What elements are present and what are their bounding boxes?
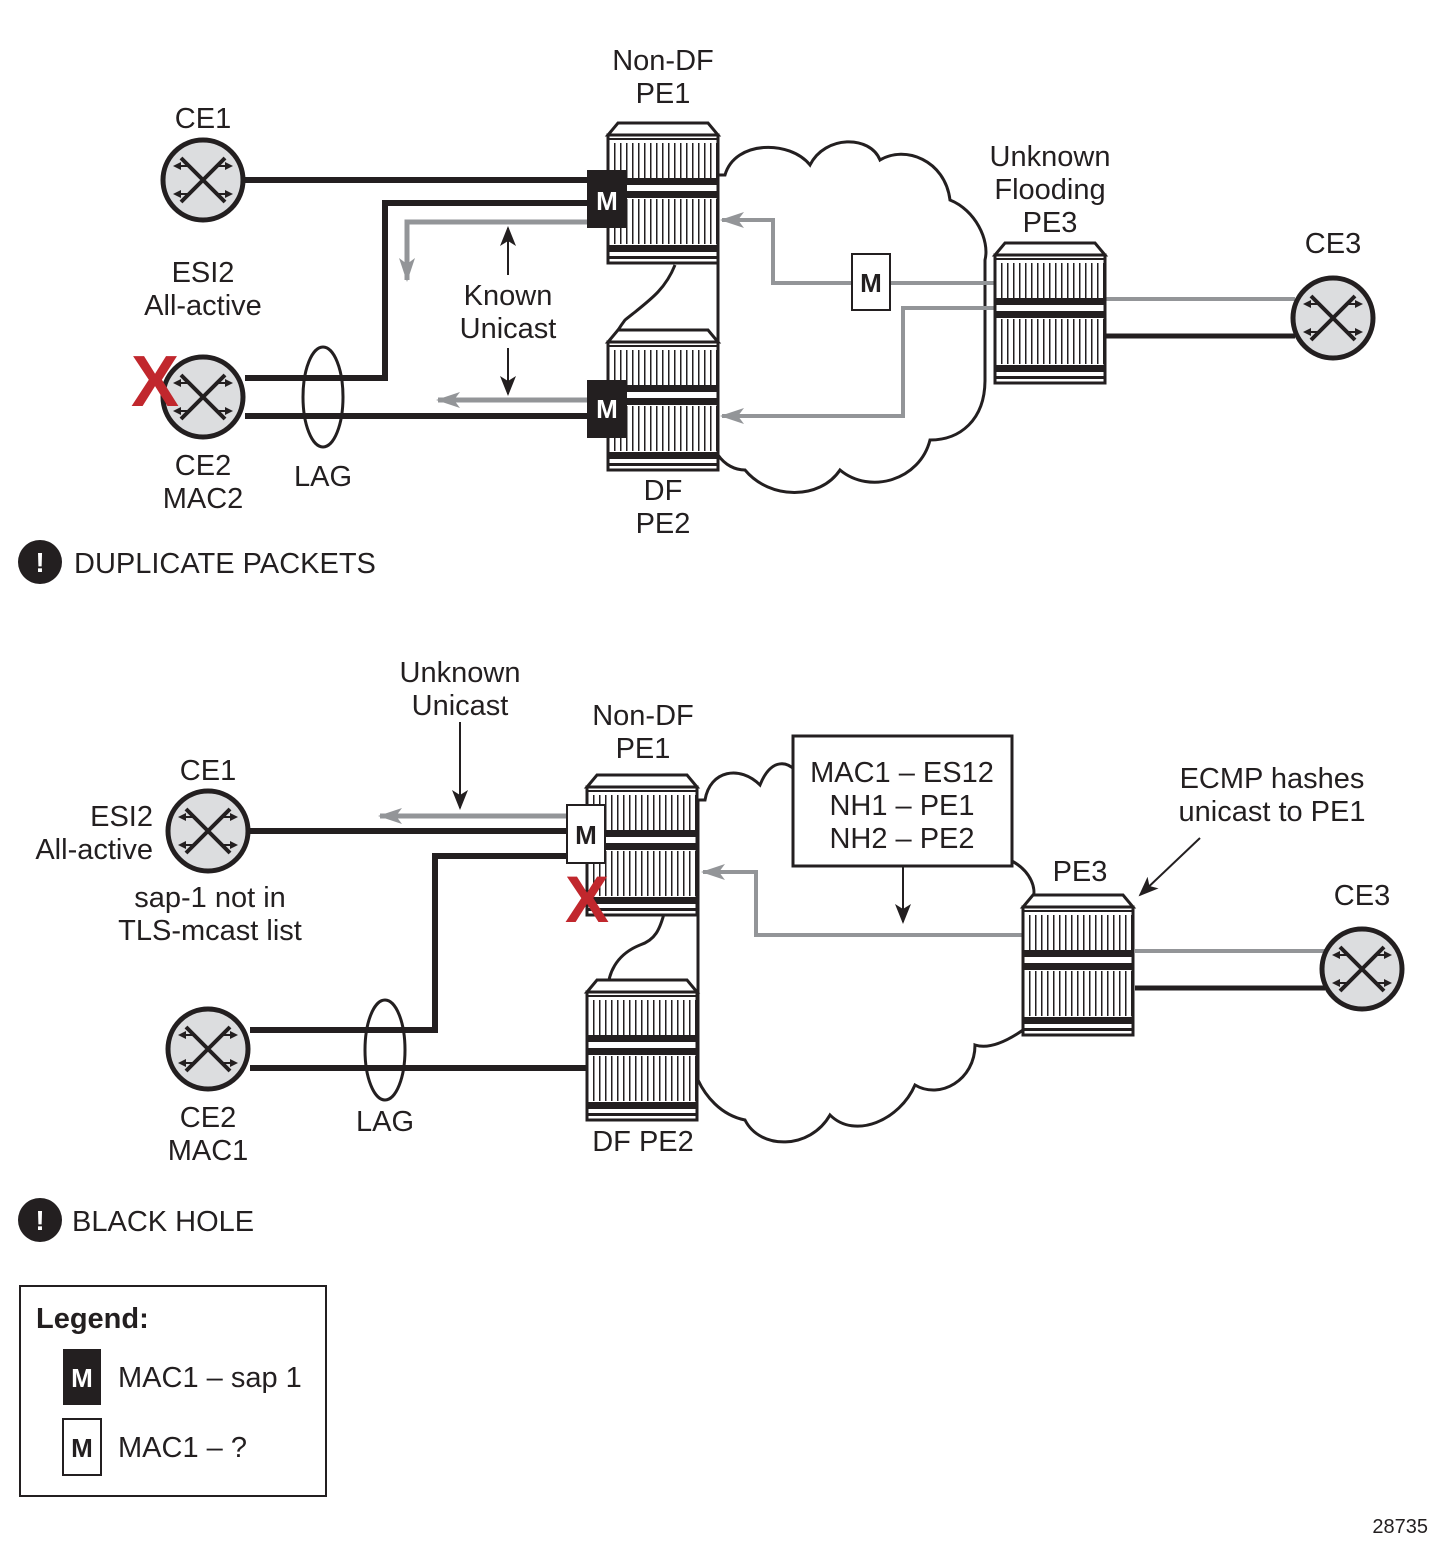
label-lag: LAG (294, 461, 352, 493)
mac-marker-pe2-filled: M (587, 380, 627, 438)
mac-marker-outline-icon (62, 1418, 102, 1476)
top-scenario: M M M X CE1 ESI2 All-active CE2 MAC2 LAG… (18, 45, 1373, 584)
mac-table-box: MAC1 – ES12 NH1 – PE1 NH2 – PE2 (791, 734, 1014, 868)
warning-black-hole: ! BLACK HOLE (18, 1198, 254, 1242)
label-ecmp-note-2: unicast to PE1 (1179, 796, 1366, 828)
flood-pe3-to-pe2 (720, 306, 995, 424)
svg-text:M: M (575, 820, 597, 850)
label-ce3: CE3 (1305, 228, 1361, 260)
svg-text:M: M (860, 268, 882, 298)
warning-icon (18, 1198, 62, 1242)
label-pe2-2: PE2 (636, 508, 691, 540)
top-provider-cloud (608, 140, 988, 494)
legend-item-label: MAC1 – ? (118, 1432, 247, 1464)
mac-marker-pe1-outline: M (566, 804, 606, 864)
mac-marker-filled-icon (63, 1349, 101, 1405)
label-pe3: PE3 (1053, 856, 1108, 888)
mac-marker-pe1-filled: M (587, 170, 627, 228)
label-ce2-2: MAC2 (163, 483, 244, 515)
flow-pe1-to-ce2 (399, 219, 608, 282)
link-ce2-pe1 (250, 853, 587, 1033)
svg-text:!: ! (35, 1205, 44, 1236)
ce3-router-icon (1293, 278, 1373, 358)
svg-text:!: ! (35, 547, 44, 578)
ce1-router-icon (163, 140, 243, 220)
legend-item-filled: M MAC1 – sap 1 (63, 1349, 302, 1405)
legend-item-label: MAC1 – sap 1 (118, 1362, 302, 1394)
label-unknown-unicast-2: Unicast (412, 690, 509, 722)
label-pe3-1: Unknown (990, 141, 1111, 173)
legend: Legend: M MAC1 – sap 1 M MAC1 – ? (19, 1285, 327, 1497)
label-sap-note-2: TLS-mcast list (118, 915, 302, 947)
label-ce1: CE1 (180, 755, 236, 787)
label-esi-2: All-active (35, 834, 153, 866)
label-ce2-1: CE2 (180, 1102, 236, 1134)
flow-pe3-to-pe1 (701, 864, 1023, 937)
label-known-unicast-2: Unicast (460, 313, 557, 345)
label-pe2-1: DF (644, 475, 683, 507)
warning-icon (18, 540, 62, 584)
label-unknown-unicast-1: Unknown (400, 657, 521, 689)
pe3-chassis-icon (1021, 893, 1135, 1037)
legend-title: Legend: (36, 1303, 149, 1335)
link-ce2-pe1 (245, 200, 608, 381)
warning-text: BLACK HOLE (72, 1206, 254, 1238)
label-lag: LAG (356, 1106, 414, 1138)
lag-ring (363, 998, 407, 1102)
warning-text: DUPLICATE PACKETS (74, 548, 376, 580)
mac-table-row: NH2 – PE2 (829, 823, 974, 855)
label-ce3: CE3 (1334, 880, 1390, 912)
label-esi-1: ESI2 (90, 801, 153, 833)
mac-table-row: MAC1 – ES12 (810, 757, 994, 789)
svg-text:M: M (71, 1363, 93, 1393)
svg-text:M: M (596, 394, 618, 424)
label-ce2-1: CE2 (175, 450, 231, 482)
svg-text:M: M (71, 1433, 93, 1463)
label-pe1-1: Non-DF (592, 700, 694, 732)
bottom-scenario: MAC1 – ES12 NH1 – PE1 NH2 – PE2 M X (18, 657, 1402, 1242)
warning-duplicate-packets: ! DUPLICATE PACKETS (18, 540, 376, 584)
mac-marker-inflight-outline: M (851, 253, 891, 311)
cloud-shape (716, 140, 988, 494)
fail-x-icon: X (131, 342, 179, 422)
label-known-unicast-1: Known (464, 280, 553, 312)
label-pe1-2: PE1 (636, 78, 691, 110)
label-esi-1: ESI2 (172, 257, 235, 289)
lag-ring (301, 345, 345, 449)
label-ce2-2: MAC1 (168, 1135, 249, 1167)
label-pe2: DF PE2 (592, 1126, 694, 1158)
svg-text:M: M (596, 186, 618, 216)
ce1-router-icon (168, 791, 248, 871)
label-ecmp-note-1: ECMP hashes (1180, 763, 1365, 795)
label-pe3-2: Flooding (994, 174, 1105, 206)
label-pe3-3: PE3 (1023, 207, 1078, 239)
legend-item-outline: M MAC1 – ? (62, 1418, 247, 1476)
pe2-chassis-icon (585, 978, 699, 1122)
label-sap-note-1: sap-1 not in (134, 882, 286, 914)
figure-id: 28735 (1372, 1516, 1428, 1538)
label-pe1-2: PE1 (616, 733, 671, 765)
mac-table-row: NH1 – PE1 (829, 790, 974, 822)
cloud-edge (606, 909, 667, 991)
label-esi-2: All-active (144, 290, 262, 322)
fail-x-icon: X (565, 862, 609, 936)
label-ce1: CE1 (175, 103, 231, 135)
ce3-router-icon (1322, 929, 1402, 1009)
pe3-chassis-icon (993, 241, 1107, 385)
ce2-router-icon (168, 1009, 248, 1089)
label-pe1-1: Non-DF (612, 45, 714, 77)
arrow-ecmp-note (1138, 837, 1201, 897)
